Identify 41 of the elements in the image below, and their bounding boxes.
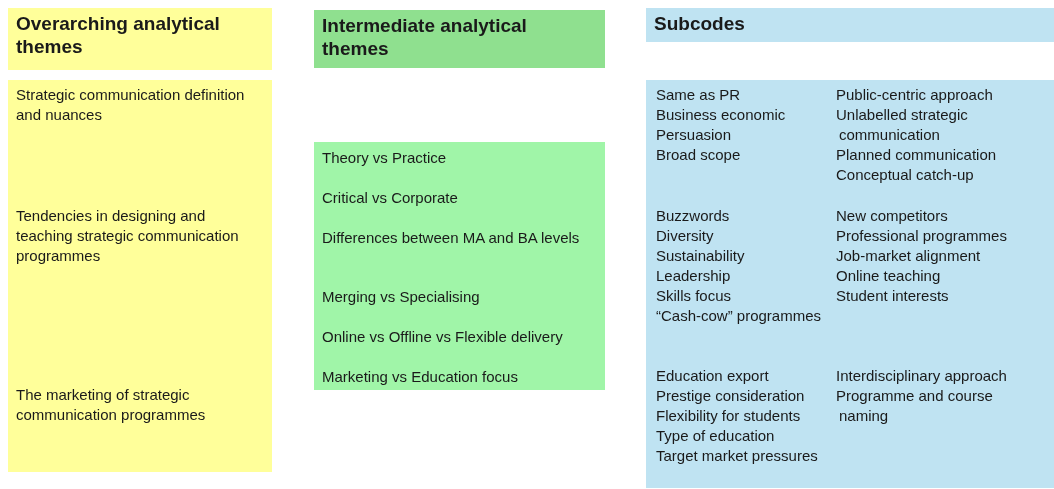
theme-text: Differences between MA and BA levels <box>322 228 580 248</box>
subcode-text: Interdisciplinary approach <box>836 366 1008 386</box>
subcode-text: Professional programmes <box>836 226 1008 246</box>
subcode-text: Skills focus <box>656 286 733 306</box>
subcode-text: “Cash-cow” programmes <box>656 306 823 326</box>
subcode-text: New competitors <box>836 206 949 226</box>
subcode-text: Conceptual catch-up <box>836 165 975 185</box>
subcode-text: Student interests <box>836 286 950 306</box>
column-header: Intermediate analytical themes <box>314 10 605 68</box>
subcode-text: Prestige consideration <box>656 386 806 406</box>
theme-text: The marketing of strategic communication programmes <box>16 385 207 425</box>
subcode-text: Online teaching <box>836 266 942 286</box>
theme-text: Strategic communication definition and nuances <box>16 85 246 125</box>
subcode-text: Broad scope <box>656 145 742 165</box>
subcode-text: Type of education <box>656 426 776 446</box>
column-header: Subcodes <box>646 8 1054 42</box>
theme-text: Theory vs Practice <box>322 148 447 168</box>
subcode-text: Target market pressures <box>656 446 819 466</box>
subcode-text: Persuasion <box>656 125 733 145</box>
subcode-text: Diversity <box>656 226 715 246</box>
subcode-text: Unlabelled strategic communication <box>836 105 969 145</box>
subcode-text: Programme and course naming <box>836 386 994 426</box>
subcode-text: Sustainability <box>656 246 746 266</box>
theme-text: Merging vs Specialising <box>322 287 480 307</box>
subcode-text: Flexibility for students <box>656 406 802 426</box>
subcode-text: Same as PR <box>656 85 742 105</box>
theme-text: Online vs Offline vs Flexible delivery <box>322 327 563 347</box>
subcode-text: Planned communication <box>836 145 998 165</box>
subcode-text: Job-market alignment <box>836 246 982 266</box>
subcode-text: Education export <box>656 366 770 386</box>
theme-text: Marketing vs Education focus <box>322 367 518 387</box>
theme-text: Tendencies in designing and teaching strategic communication programmes <box>16 206 240 266</box>
theme-panel <box>8 80 272 472</box>
subcode-text: Buzzwords <box>656 206 731 226</box>
theme-panel <box>314 142 605 390</box>
subcode-text: Leadership <box>656 266 732 286</box>
subcode-text: Business economic <box>656 105 787 125</box>
column-header: Overarching analytical themes <box>8 8 272 70</box>
subcode-text: Public-centric approach <box>836 85 994 105</box>
theme-text: Critical vs Corporate <box>322 188 458 208</box>
subcode-panel <box>646 80 1054 488</box>
